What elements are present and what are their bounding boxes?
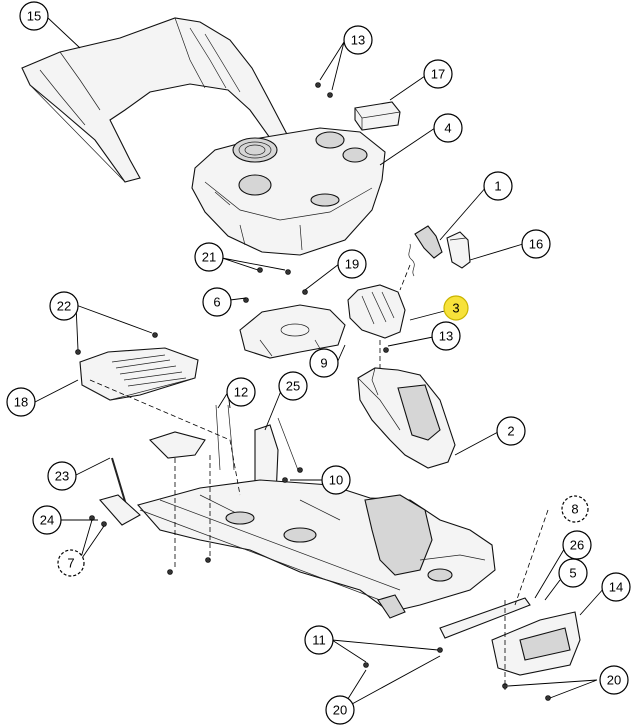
part-26-bar (439, 597, 531, 639)
callout-2: 2 (496, 416, 526, 446)
callout-13-top-label: 13 (351, 33, 365, 48)
part-plate (148, 431, 206, 459)
callout-20-left: 20 (325, 695, 355, 725)
callout-24-label: 24 (40, 513, 54, 528)
part-23-lever (99, 457, 141, 526)
callout-20-right: 20 (599, 665, 629, 695)
callout-20-right-label: 20 (607, 673, 621, 688)
callout-4: 4 (433, 113, 463, 143)
callout-9-label: 9 (320, 356, 327, 371)
hardware-fasteners (75, 82, 551, 701)
callout-7-label: 7 (67, 556, 74, 571)
part-16-knob (446, 231, 471, 269)
callout-8: 8 (561, 495, 589, 523)
callout-6-label: 6 (213, 295, 220, 310)
callout-12-label: 12 (234, 385, 248, 400)
callout-18: 18 (6, 387, 36, 417)
part-18-footrest (79, 347, 199, 401)
callout-22: 22 (49, 291, 79, 321)
callout-18-label: 18 (14, 395, 28, 410)
callout-10-label: 10 (329, 473, 343, 488)
callout-15: 15 (19, 1, 49, 31)
part-15-rear-panel (21, 17, 291, 183)
callout-19: 19 (337, 249, 367, 279)
callout-3-highlighted: 3 (443, 295, 469, 321)
callout-14: 14 (601, 572, 631, 602)
callout-17-label: 17 (431, 67, 445, 82)
callout-8-label: 8 (571, 502, 578, 517)
callout-22-label: 22 (57, 299, 71, 314)
callout-24: 24 (32, 505, 62, 535)
callout-25: 25 (278, 371, 308, 401)
callout-23-label: 23 (55, 469, 69, 484)
callout-21: 21 (194, 242, 224, 272)
chassis-frame (137, 479, 496, 619)
callout-23: 23 (47, 461, 77, 491)
callout-25-label: 25 (286, 379, 300, 394)
callout-19-label: 19 (345, 257, 359, 272)
part-1-bracket (408, 225, 443, 277)
callout-9: 9 (309, 348, 339, 378)
part-9-console-cover (347, 284, 406, 339)
callout-15-label: 15 (27, 9, 41, 24)
callout-13-mid: 13 (431, 321, 461, 351)
callout-10: 10 (321, 465, 351, 495)
part-14-bumper (491, 611, 581, 676)
callout-11-label: 11 (312, 633, 326, 648)
callout-12: 12 (226, 377, 256, 407)
callout-13-top: 13 (343, 25, 373, 55)
callout-3-label: 3 (452, 301, 459, 316)
part-4-body-shroud (191, 127, 386, 256)
callout-1: 1 (483, 171, 513, 201)
callout-26-label: 26 (570, 538, 584, 553)
part-2-console (357, 367, 456, 469)
leader-lines (34, 17, 606, 711)
callout-16: 16 (521, 229, 551, 259)
callout-16-label: 16 (529, 237, 543, 252)
callout-11: 11 (304, 625, 334, 655)
part-17-pad (354, 101, 401, 131)
callout-5: 5 (558, 558, 588, 588)
callout-20-left-label: 20 (333, 703, 347, 718)
callout-4-label: 4 (444, 121, 451, 136)
callout-13-mid-label: 13 (439, 329, 453, 344)
callout-5-label: 5 (569, 566, 576, 581)
callout-2-label: 2 (507, 424, 514, 439)
callout-7: 7 (57, 549, 85, 577)
callout-21-label: 21 (202, 250, 216, 265)
callout-6: 6 (202, 287, 232, 317)
callout-1-label: 1 (494, 179, 501, 194)
callout-14-label: 14 (609, 580, 623, 595)
callout-26: 26 (562, 530, 592, 560)
assembly-lines (89, 264, 549, 690)
callout-17: 17 (423, 59, 453, 89)
